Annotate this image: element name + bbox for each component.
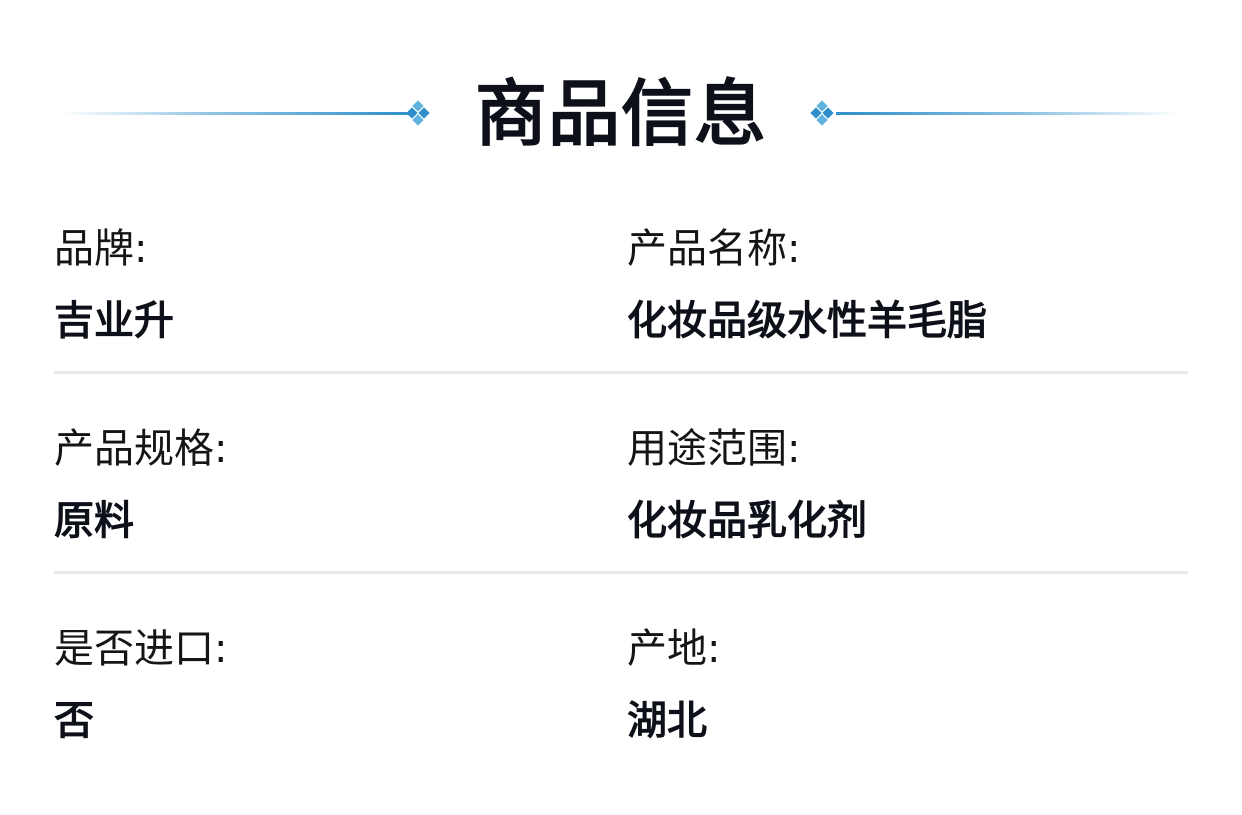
page-title: 商品信息 (474, 72, 767, 156)
field-label: 用途范围: (627, 426, 801, 472)
info-row: 是否进口: 否 产地: 湖北 (54, 605, 1188, 805)
field-value: 化妆品级水性羊毛脂 (627, 298, 987, 344)
field-label: 产品名称: (627, 226, 801, 272)
info-field-imported: 是否进口: 否 (54, 605, 227, 749)
field-value: 原料 (54, 498, 134, 544)
field-label: 产地: (627, 626, 721, 672)
info-field-usage: 用途范围: 化妆品乳化剂 (627, 405, 867, 549)
info-grid: 品牌: 吉业升 产品名称: 化妆品级水性羊毛脂 产品规格: 原料 用途范围: 化… (54, 205, 1188, 805)
field-label: 品牌: (54, 226, 148, 272)
info-field-brand: 品牌: 吉业升 (54, 205, 174, 349)
field-value: 湖北 (627, 698, 707, 744)
info-field-product-name: 产品名称: 化妆品级水性羊毛脂 (627, 205, 987, 349)
row-divider (54, 571, 1188, 574)
field-value: 化妆品乳化剂 (627, 498, 867, 544)
section-header: 商品信息 (0, 60, 1242, 170)
info-field-specification: 产品规格: 原料 (54, 405, 227, 549)
header-line-right (836, 112, 1181, 115)
field-label: 是否进口: (54, 626, 228, 672)
field-label: 产品规格: (54, 426, 228, 472)
header-line-left (60, 112, 412, 115)
diamond-cluster-icon (406, 100, 430, 126)
info-row: 品牌: 吉业升 产品名称: 化妆品级水性羊毛脂 (54, 205, 1188, 405)
diamond-cluster-icon (810, 100, 834, 126)
field-value: 吉业升 (54, 298, 174, 344)
info-field-origin: 产地: 湖北 (627, 605, 720, 749)
info-row: 产品规格: 原料 用途范围: 化妆品乳化剂 (54, 405, 1188, 605)
row-divider (54, 371, 1188, 374)
field-value: 否 (54, 698, 94, 744)
